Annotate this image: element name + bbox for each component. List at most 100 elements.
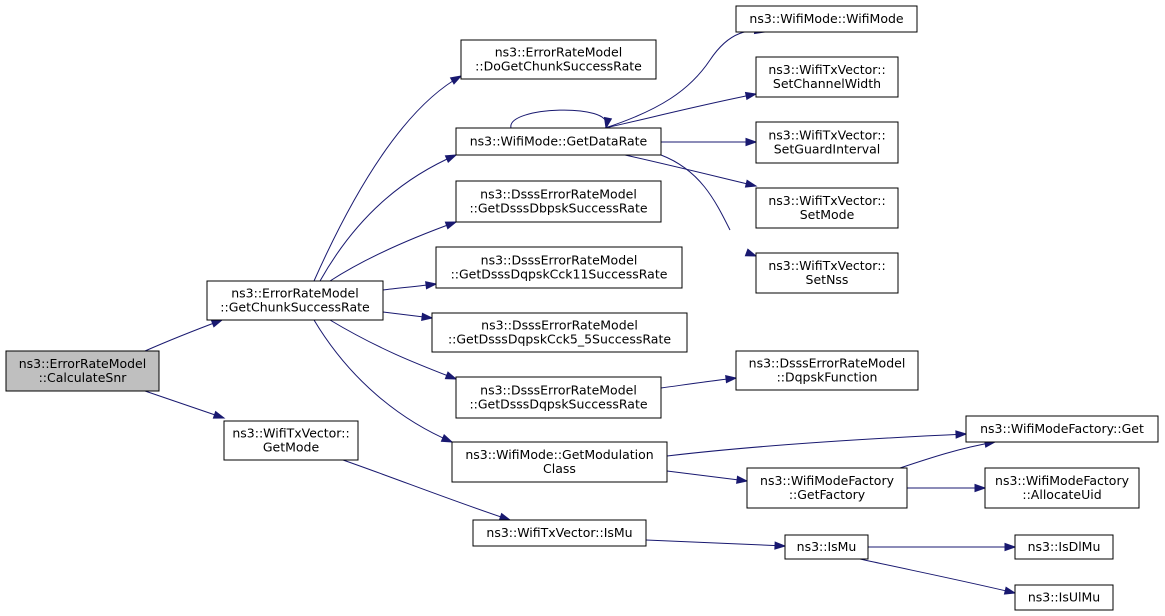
node-setmode[interactable]: ns3::WifiTxVector::SetMode [755,187,899,229]
edge-arrowhead [425,281,438,290]
node-label: ns3::WifiTxVector:: [768,62,885,77]
edge-line [144,319,223,352]
node-label: ::AllocateUid [1022,487,1101,502]
node-box [206,280,384,321]
edge-getchunk-to-dbpsk [329,221,458,282]
node-box [784,534,869,560]
node-label: ns3::WifiTxVector:: [768,258,885,273]
node-isulmu[interactable]: ns3::IsUlMu [1014,584,1114,611]
node-label: SetNss [806,272,849,287]
edge-getdatarate-to-getdatarate [510,109,613,130]
node-label: ns3::ErrorRateModel [231,286,358,301]
edge-arrowhead [745,137,758,147]
node-setnss[interactable]: ns3::WifiTxVector::SetNss [755,252,899,294]
node-setchw[interactable]: ns3::WifiTxVector::SetChannelWidth [755,56,899,98]
node-cck11[interactable]: ns3::DsssErrorRateModel::GetDsssDqpskCck… [435,246,683,289]
node-wifimode[interactable]: ns3::WifiMode::WifiMode [735,5,918,33]
node-ismu_vec[interactable]: ns3::WifiTxVector::IsMu [472,519,647,547]
node-box [431,312,688,353]
node-box [965,415,1159,443]
node-label: SetMode [800,207,855,222]
node-dqpsk[interactable]: ns3::DsssErrorRateModel::GetDsssDqpskSuc… [455,376,662,419]
edge-arrowhead [744,179,758,188]
node-label: ns3::WifiMode::WifiMode [749,11,904,26]
node-label: ns3::IsMu [797,539,857,554]
edge-line [510,109,607,129]
node-label: ns3::DsssErrorRateModel [481,318,638,333]
node-box [755,121,899,164]
node-label: ns3::WifiMode::GetModulation [465,447,653,462]
edge-line [660,154,731,231]
node-ismu[interactable]: ns3::IsMu [784,534,869,560]
node-box [1014,584,1114,611]
edge-getdatarate-to-setchw [604,91,758,129]
node-isdlmu[interactable]: ns3::IsDlMu [1014,534,1114,560]
node-label: SetGuardInterval [774,142,881,157]
node-box [5,350,160,392]
edge-arrowhead [955,430,968,439]
node-label: ns3::ErrorRateModel [19,356,146,371]
node-dqpskfn[interactable]: ns3::DsssErrorRateModel::DqpskFunction [735,350,919,391]
edge-line [329,319,457,380]
edge-calcsnr-to-getchunk [144,319,224,352]
edge-line [666,470,748,482]
node-factoryget[interactable]: ns3::WifiModeFactory::Get [965,415,1159,443]
node-label: ::GetDsssDqpskCck5_5SuccessRate [448,332,671,347]
node-box [451,441,668,483]
edge-arrowhead [1003,586,1017,595]
edge-ismu_vec-to-ismu [645,539,787,550]
node-label: ns3::DsssErrorRateModel [481,253,638,268]
node-label: ns3::WifiMode::GetDataRate [470,134,648,149]
node-getmode[interactable]: ns3::WifiTxVector::GetMode [223,420,359,461]
edge-arrowhead [603,116,613,130]
edge-line [604,93,757,129]
edge-arrowhead [449,75,463,85]
edge-getdatarate-to-setmode [624,154,758,188]
node-dogetchunk[interactable]: ns3::ErrorRateModel::DoGetChunkSuccessRa… [460,39,657,80]
node-label: ns3::ErrorRateModel [495,45,622,60]
node-box [460,39,657,80]
node-cck55[interactable]: ns3::DsssErrorRateModel::GetDsssDqpskCck… [431,312,688,353]
edge-ismu-to-isdlmu [868,542,1017,552]
node-label: ::GetFactory [789,487,866,502]
edge-getchunk-to-getmodclass [313,319,454,443]
node-label: ns3::WifiTxVector:: [768,128,885,143]
node-label: ::DqpskFunction [777,370,878,385]
node-setgi[interactable]: ns3::WifiTxVector::SetGuardInterval [755,121,899,164]
node-box [735,5,918,33]
edge-line [329,221,457,282]
edge-line [342,459,511,521]
node-calcsnr[interactable]: ns3::ErrorRateModel::CalculateSnr [5,350,160,392]
edge-getchunk-to-getdatarate [319,154,458,282]
edge-arrowhead [498,512,512,521]
node-getchunk[interactable]: ns3::ErrorRateModel::GetChunkSuccessRate [206,280,384,321]
edge-arrowhead [744,91,758,101]
edge-arrowhead [736,475,749,484]
edge-line [313,75,462,282]
edge-arrowhead [440,434,454,443]
node-getdatarate[interactable]: ns3::WifiMode::GetDataRate [455,127,662,156]
edge-getchunk-to-cck11 [382,281,438,291]
edge-arrowhead [444,371,458,380]
edge-arrowhead [444,154,458,164]
edge-line [660,377,737,389]
edge-getmodclass-to-factoryget [666,430,968,457]
node-dbpsk[interactable]: ns3::DsssErrorRateModel::GetDsssDbpskSuc… [455,180,662,223]
edge-arrowhead [1004,542,1017,552]
node-allocuid[interactable]: ns3::WifiModeFactory::AllocateUid [984,467,1140,509]
node-label: ::GetDsssDqpskCck11SuccessRate [451,267,668,282]
edge-line [645,539,786,547]
node-getfactory[interactable]: ns3::WifiModeFactory::GetFactory [746,467,908,509]
edge-getchunk-to-dogetchunk [313,75,463,282]
edge-ismu-to-isulmu [859,558,1017,595]
edge-getfactory-to-allocuid [907,483,987,493]
edge-getfactory-to-factoryget [899,439,997,469]
edge-arrowhead [974,483,987,493]
edge-getdatarate-to-setnss [660,154,758,257]
node-label: ::DoGetChunkSuccessRate [475,59,642,74]
node-label: ns3::IsUlMu [1028,590,1100,605]
edge-dqpsk-to-dqpskfn [660,375,738,389]
edge-arrowhead [744,248,758,257]
node-label: ns3::DsssErrorRateModel [749,356,906,371]
